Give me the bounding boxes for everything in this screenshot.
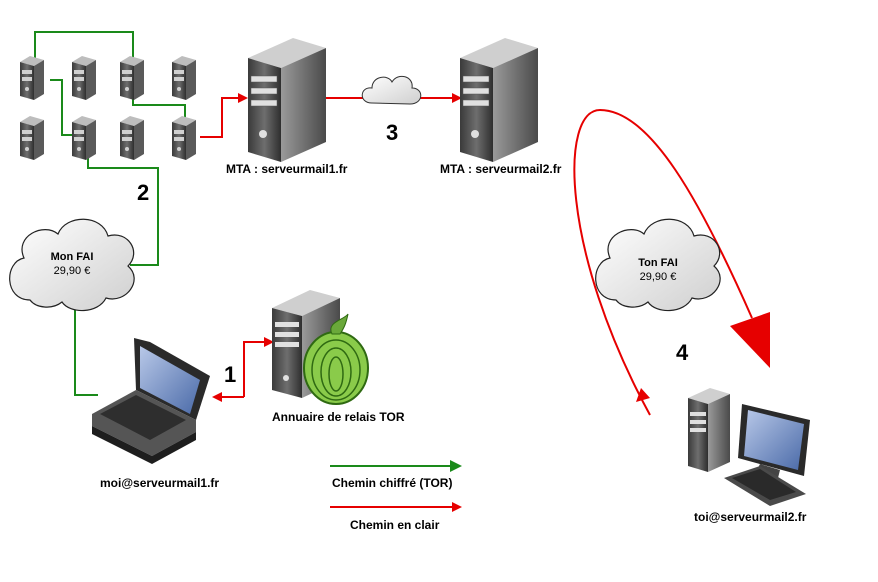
relay-server-icon <box>72 56 96 100</box>
step-4-number: 4 <box>676 340 689 365</box>
my-isp-cloud-icon <box>9 218 135 312</box>
mta1-label: MTA : serveurmail1.fr <box>226 162 348 176</box>
internet-cloud-icon <box>361 75 422 105</box>
laptop-icon <box>92 338 210 464</box>
step-1-number: 1 <box>224 362 237 387</box>
legend-clear-label: Chemin en clair <box>350 518 440 532</box>
red-path-to-mta1 <box>200 93 248 138</box>
green-path-isp <box>87 158 159 266</box>
tor-relay-cluster <box>20 56 196 160</box>
red-loop-big-arrowhead <box>730 312 770 368</box>
relay-server-icon <box>72 116 96 160</box>
relay-server-icon <box>172 116 196 160</box>
mta1-server-icon <box>247 37 327 163</box>
mta2-label: MTA : serveurmail2.fr <box>440 162 562 176</box>
clear-path-lines <box>200 93 753 416</box>
red-loop-tail-arrow <box>636 388 650 402</box>
green-path-laptop <box>74 305 98 396</box>
red-path-loop <box>573 108 753 416</box>
tor-directory-label: Annuaire de relais TOR <box>272 410 405 424</box>
my-isp-name: Mon FAI <box>50 251 94 263</box>
legend-encrypted-label: Chemin chiffré (TOR) <box>332 476 453 490</box>
recipient-address-label: toi@serveurmail2.fr <box>694 510 807 524</box>
encrypted-path-lines <box>34 31 186 396</box>
relay-server-icon <box>172 56 196 100</box>
your-isp-price: 29,90 € <box>639 271 677 283</box>
step-2-number: 2 <box>137 180 150 205</box>
green-path-left <box>50 79 75 136</box>
step-3-number: 3 <box>386 120 399 145</box>
desktop-computer-icon <box>688 388 810 506</box>
mta2-server-icon <box>459 37 539 163</box>
my-isp-price: 29,90 € <box>53 265 91 277</box>
tor-onion-icon <box>303 313 369 405</box>
sender-address-label: moi@serveurmail1.fr <box>100 476 220 490</box>
your-isp-name: Ton FAI <box>638 257 678 269</box>
relay-server-icon <box>20 56 44 100</box>
red-path-to-tor <box>243 337 274 397</box>
relay-server-icon <box>120 56 144 100</box>
green-path-top <box>34 31 134 60</box>
relay-server-icon <box>120 116 144 160</box>
your-isp-cloud-icon <box>595 218 721 312</box>
relay-server-icon <box>20 116 44 160</box>
